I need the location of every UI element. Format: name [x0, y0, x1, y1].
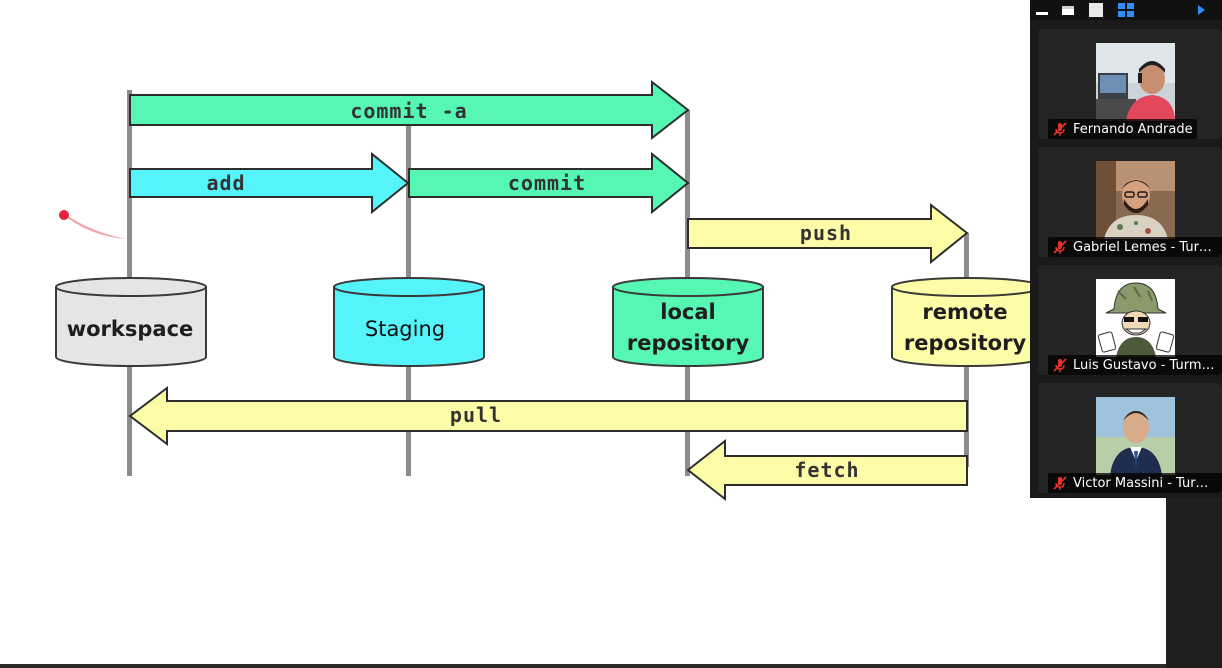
minimize-icon[interactable] — [1034, 3, 1050, 17]
participant-name-tag: Gabriel Lemes - Turm... — [1048, 237, 1222, 257]
commit-a-label: commit -a — [350, 99, 467, 123]
remote-repository-label-line2: repository — [904, 331, 1027, 355]
participant-avatar-luis — [1096, 279, 1175, 357]
muted-microphone-icon — [1053, 122, 1067, 136]
panel-toolbar — [1030, 0, 1222, 20]
participant-name-tag: Fernando Andrade — [1048, 119, 1197, 139]
restore-icon[interactable] — [1060, 3, 1076, 17]
local-repository-label-line2: repository — [627, 331, 750, 355]
participant-name-tag: Luis Gustavo - Turma ... — [1048, 355, 1222, 375]
participant-name: Victor Massini - Turm... — [1073, 475, 1220, 491]
participant-tile[interactable]: Victor Massini - Turm... — [1038, 383, 1222, 493]
pointer-mark — [60, 212, 126, 239]
remote-repository-cylinder: remote repository — [891, 277, 1043, 367]
participant-video-gabriel — [1096, 161, 1175, 239]
gallery-view-icon[interactable] — [1117, 3, 1135, 17]
local-repository-label-line1: local — [660, 300, 715, 324]
staging-cylinder: Staging — [333, 277, 485, 367]
commit-a-arrow: commit -a — [129, 79, 690, 141]
participant-name: Luis Gustavo - Turma ... — [1073, 357, 1220, 373]
muted-microphone-icon — [1053, 476, 1067, 490]
staging-label: Staging — [365, 317, 445, 341]
push-label: push — [800, 221, 852, 245]
commit-label: commit — [508, 171, 586, 195]
participant-tile[interactable]: Gabriel Lemes - Turm... — [1038, 147, 1222, 257]
workspace-cylinder: workspace — [55, 277, 207, 367]
participant-name-tag: Victor Massini - Turm... — [1048, 473, 1222, 493]
git-workflow-diagram: commit -a add commit push pull fetch — [55, 79, 1043, 502]
pointer-dot — [59, 210, 69, 220]
add-arrow: add — [129, 151, 410, 215]
remote-repository-label-line1: remote — [922, 300, 1007, 324]
bottom-divider — [0, 664, 1166, 668]
push-arrow: push — [687, 202, 969, 265]
local-repository-cylinder: local repository — [612, 277, 764, 367]
panel-background-strip — [1166, 498, 1222, 668]
participants-panel: Fernando Andrade Gabriel Lemes - Turm... — [1030, 0, 1222, 498]
shared-screen: commit -a add commit push pull fetch — [55, 79, 1043, 502]
pull-label: pull — [450, 403, 502, 427]
participant-video-victor — [1096, 397, 1175, 475]
commit-arrow: commit — [408, 151, 690, 215]
fetch-label: fetch — [794, 458, 859, 482]
muted-microphone-icon — [1053, 358, 1067, 372]
participant-video-fernando — [1096, 43, 1175, 121]
muted-microphone-icon — [1053, 240, 1067, 254]
participant-name: Fernando Andrade — [1073, 121, 1193, 137]
participant-name: Gabriel Lemes - Turm... — [1073, 239, 1220, 255]
add-label: add — [206, 171, 245, 195]
pull-arrow: pull — [128, 385, 968, 447]
window-icon[interactable] — [1088, 3, 1104, 17]
participant-tile[interactable]: Fernando Andrade — [1038, 29, 1222, 139]
participant-tile[interactable]: Luis Gustavo - Turma ... — [1038, 265, 1222, 375]
workspace-label: workspace — [67, 317, 194, 341]
play-icon[interactable] — [1195, 3, 1207, 17]
fetch-arrow: fetch — [686, 438, 968, 502]
